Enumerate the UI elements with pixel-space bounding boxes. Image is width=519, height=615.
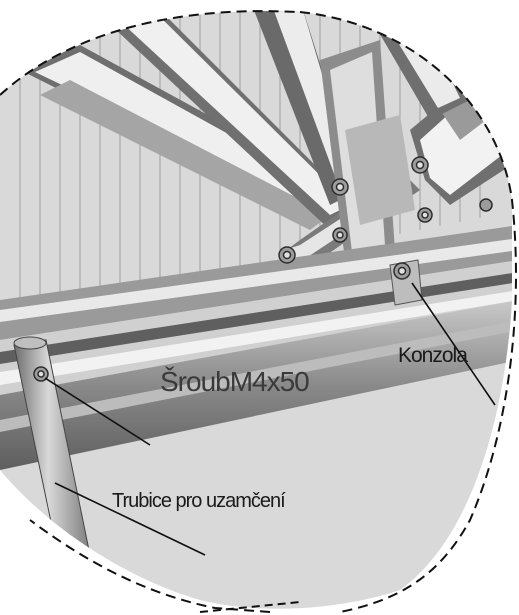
- leader-tube: [54, 482, 206, 556]
- main-beam: [0, 225, 512, 470]
- leader-bracket: [411, 282, 496, 406]
- label-screw: ŠroubM4x50: [160, 366, 310, 397]
- detail-circle-tail: [199, 601, 301, 613]
- detail-circle: [0, 10, 517, 613]
- diagonal-strut-center: [100, 11, 360, 230]
- bolt-icon: [33, 156, 493, 382]
- diagonal-strut-left: [20, 45, 345, 230]
- locking-tube: [13, 336, 91, 566]
- vertical-post: [320, 40, 415, 260]
- leader-screw: [44, 377, 151, 446]
- label-bracket: Konzola: [398, 344, 468, 367]
- label-locking-tube: Trubice pro uzamčení: [112, 490, 286, 512]
